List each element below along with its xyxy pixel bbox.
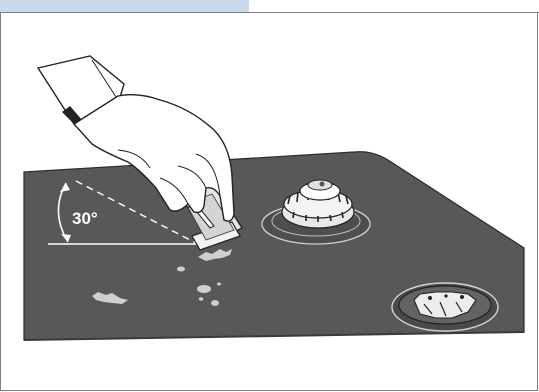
drop	[217, 283, 221, 286]
angle-label: 30°	[72, 209, 98, 228]
drop	[199, 297, 203, 301]
drop	[197, 285, 211, 293]
header-tab	[0, 0, 249, 12]
knob-recess-icon	[392, 283, 498, 331]
drop	[211, 300, 219, 306]
cooktop	[24, 152, 524, 340]
drop	[177, 267, 185, 272]
